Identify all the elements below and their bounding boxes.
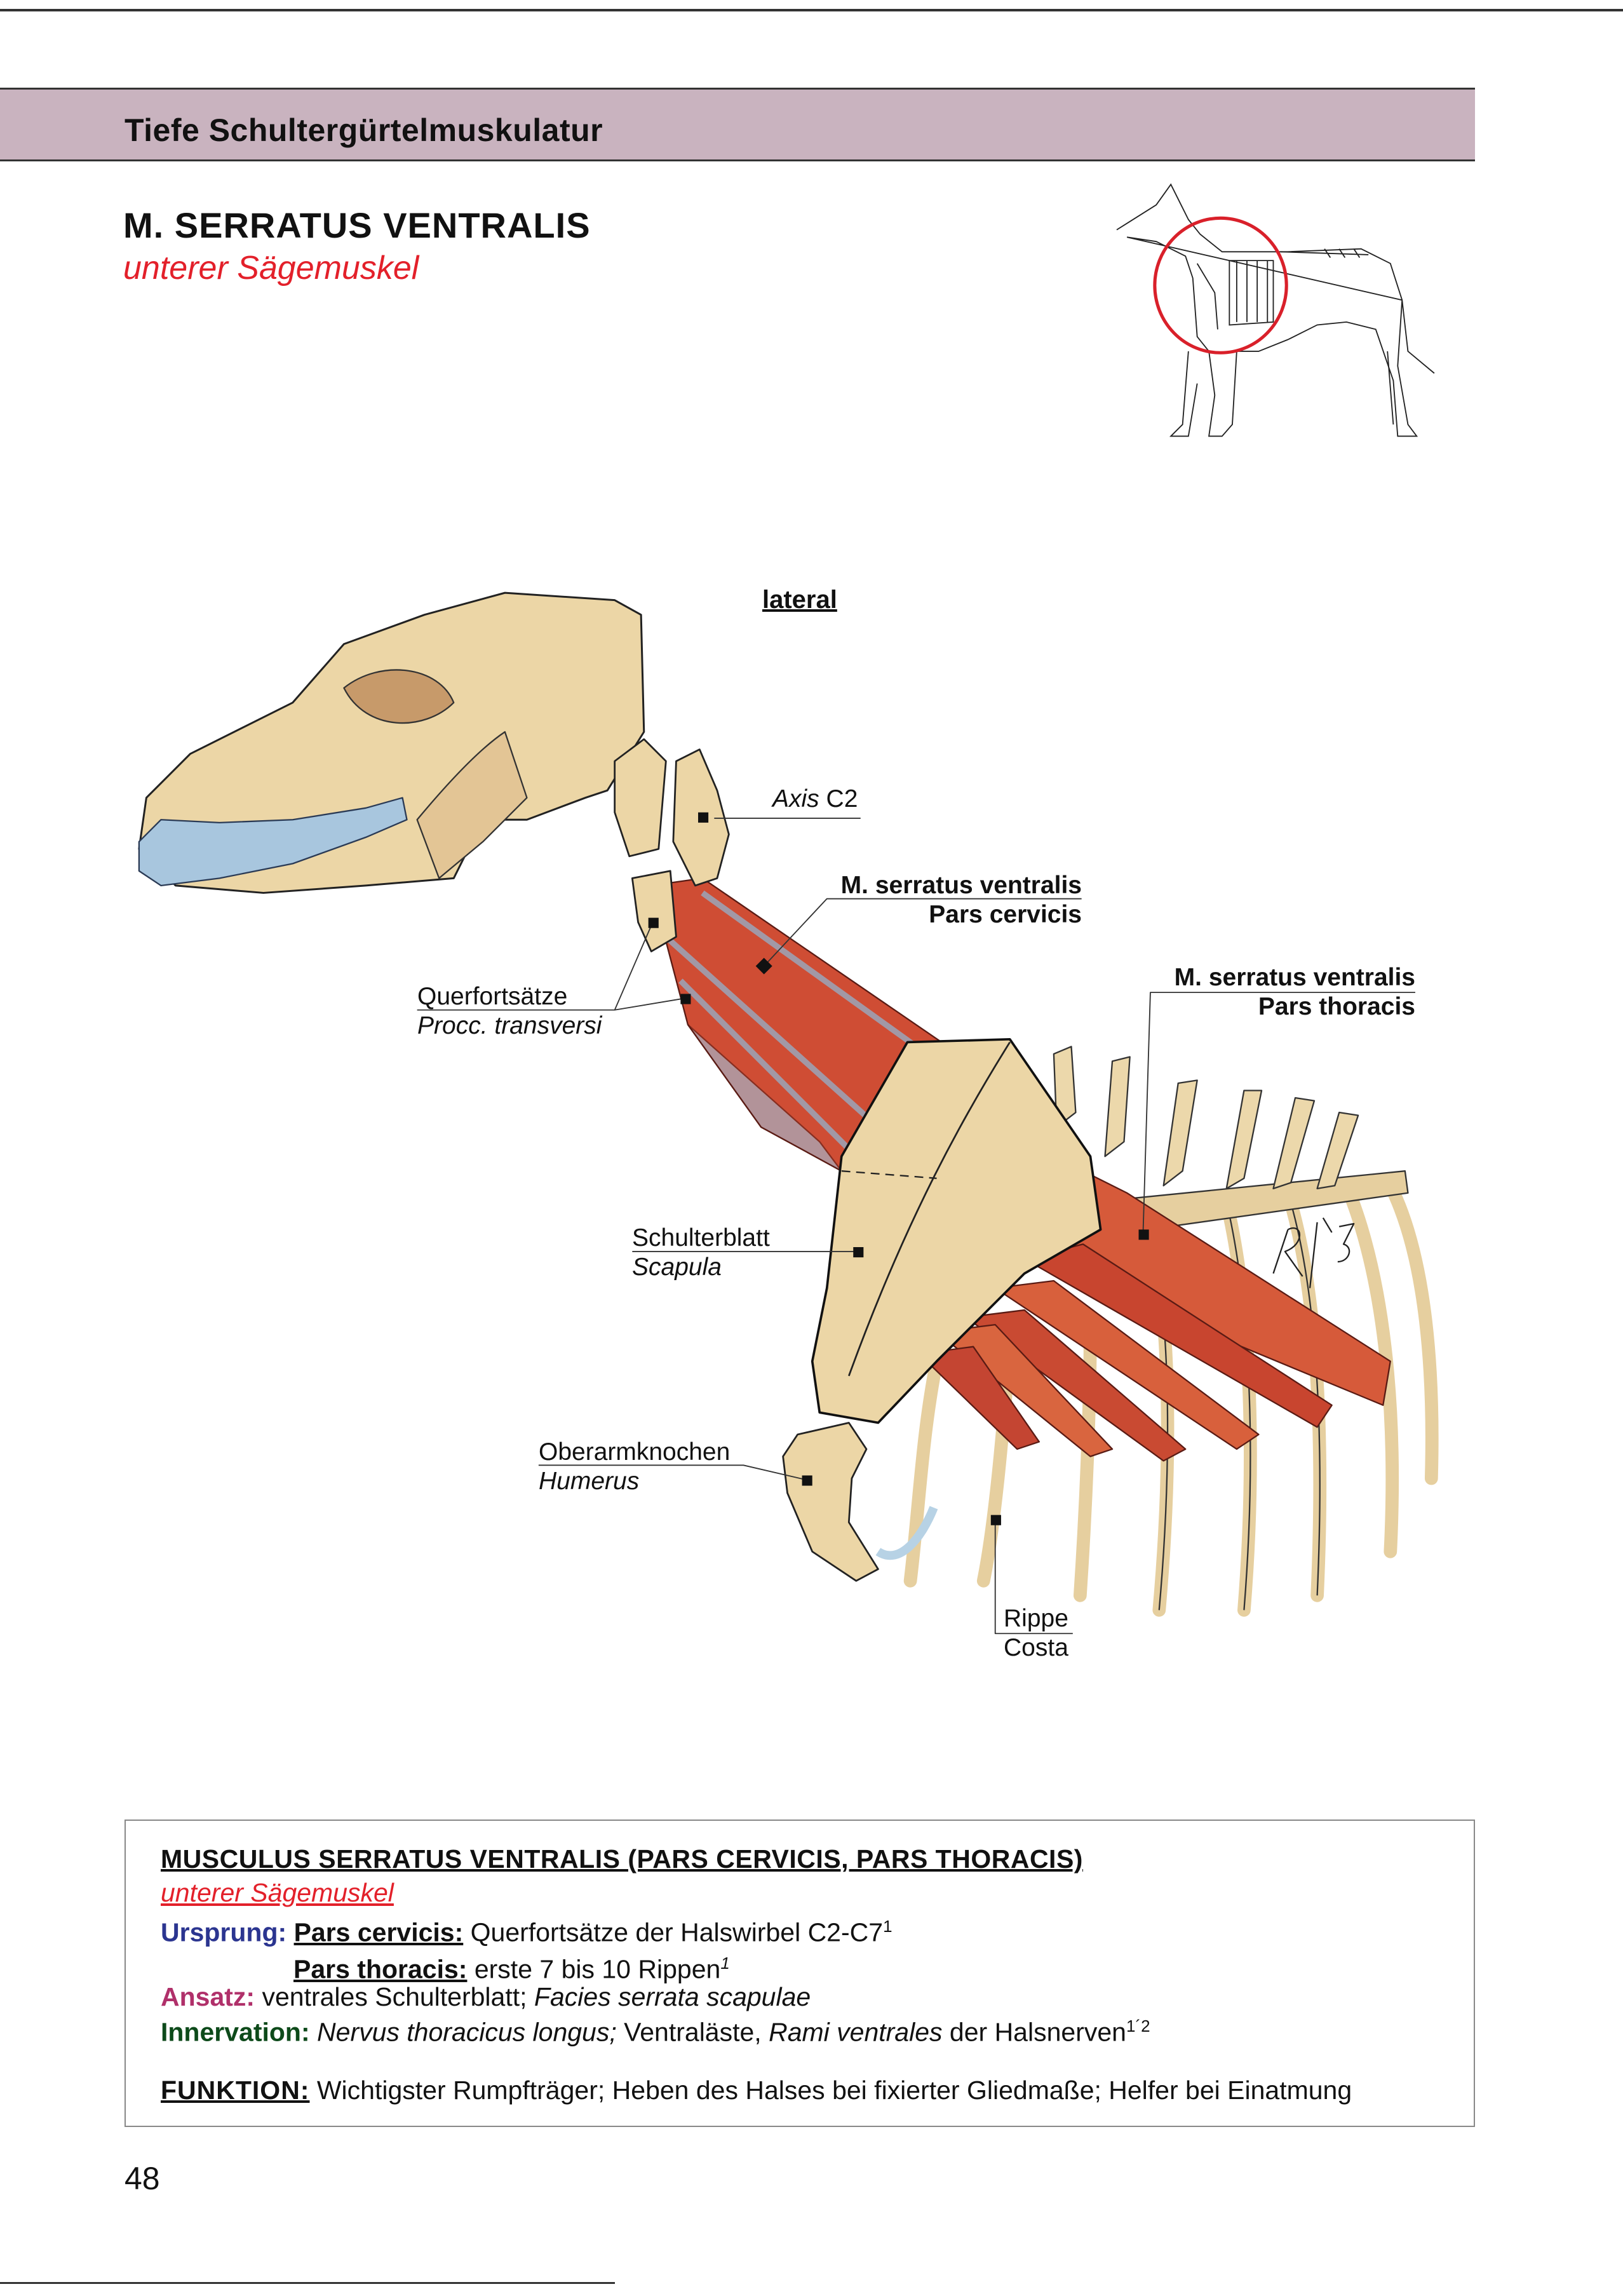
info-german-name: unterer Sägemuskel xyxy=(161,1878,394,1907)
label-line: Rippe xyxy=(1004,1605,1068,1632)
funktion-text: Wichtigster Rumpfträger; Heben des Halse… xyxy=(309,2076,1352,2105)
label-line: M. serratus ventralis xyxy=(840,872,1082,899)
info-ursprung-thoracis: Pars thoracis: erste 7 bis 10 Rippen1 xyxy=(293,1948,730,1985)
label-axis: Axis C2 xyxy=(772,785,858,814)
ursprung-label: Ursprung: xyxy=(161,1917,287,1947)
label-line: Oberarmknochen xyxy=(539,1438,731,1466)
costal-cartilage xyxy=(875,1506,938,1560)
info-funktion: FUNKTION: Wichtigster Rumpfträger; Heben… xyxy=(161,2075,1352,2105)
info-ursprung-cervicis: Ursprung: Pars cervicis: Querfortsätze d… xyxy=(161,1911,892,1948)
page-title: M. SERRATUS VENTRALIS xyxy=(123,205,591,245)
label-line: Humerus xyxy=(539,1468,640,1495)
spinous-processes xyxy=(1053,1046,1359,1189)
artist-signature xyxy=(1272,1217,1355,1288)
thoracis-text: erste 7 bis 10 Rippen xyxy=(467,1954,721,1984)
mandible xyxy=(416,731,528,879)
cervicis-text: Querfortsätze der Halswirbel C2-C7 xyxy=(463,1917,884,1947)
bottom-rule xyxy=(0,2282,615,2284)
skull xyxy=(138,591,645,894)
scapular-spine xyxy=(848,1041,1011,1377)
innervation-text-2: der Halsnerven xyxy=(942,2017,1126,2047)
footnote-ref: 1 xyxy=(720,1954,730,1973)
label-line: Pars thoracis xyxy=(1258,993,1415,1020)
axis-c2: C2 xyxy=(819,785,858,813)
ansatz-latin: Facies serrata scapulae xyxy=(534,1982,811,2011)
innervation-latin-2: Rami ventrales xyxy=(769,2017,943,2047)
axis-latin: Axis xyxy=(772,785,819,813)
leader-lines xyxy=(417,818,1415,1635)
info-heading: MUSCULUS SERRATUS VENTRALIS (PARS CERVIC… xyxy=(161,1844,1083,1874)
label-line: Pars cervicis xyxy=(929,901,1082,928)
ansatz-text: ventrales Schulterblatt; xyxy=(255,1982,534,2011)
view-label: lateral xyxy=(762,586,837,614)
label-line: Schulterblatt xyxy=(632,1224,770,1252)
thoracis-label: Pars thoracis: xyxy=(293,1954,468,1984)
footnote-ref: 1 xyxy=(883,1917,892,1936)
humerus xyxy=(782,1422,879,1582)
label-line: Costa xyxy=(1004,1634,1068,1661)
footnote-ref: 1´2 xyxy=(1126,2016,1150,2036)
label-line: M. serratus ventralis xyxy=(1174,964,1415,991)
funktion-label: FUNKTION: xyxy=(161,2076,310,2105)
scapula xyxy=(811,1037,1102,1424)
page-subtitle: unterer Sägemuskel xyxy=(123,250,419,287)
serratus-thoracis-muscle xyxy=(918,1170,1391,1462)
label-markers xyxy=(648,812,1149,1525)
label-line: Procc. transversi xyxy=(417,1012,602,1039)
label-line: Querfortsätze xyxy=(417,983,568,1010)
innervation-latin: Nervus thoracicus longus; xyxy=(309,2017,617,2047)
info-innervation: Innervation: Nervus thoracicus longus; V… xyxy=(161,2011,1150,2048)
page-number: 48 xyxy=(125,2161,160,2196)
info-ansatz: Ansatz: ventrales Schulterblatt; Facies … xyxy=(161,1982,811,2012)
label-line: Scapula xyxy=(632,1253,722,1281)
orbit xyxy=(343,669,455,724)
section-header-band xyxy=(0,88,1475,161)
innervation-text: Ventraläste, xyxy=(616,2017,769,2047)
cervicis-label: Pars cervicis: xyxy=(293,1917,464,1947)
top-rule xyxy=(0,9,1623,11)
ansatz-label: Ansatz: xyxy=(161,1982,255,2011)
teeth xyxy=(138,797,408,887)
section-title: Tiefe Schultergürtelmuskulatur xyxy=(125,112,603,148)
info-box xyxy=(125,1820,1475,2127)
innervation-label: Innervation: xyxy=(161,2017,310,2047)
